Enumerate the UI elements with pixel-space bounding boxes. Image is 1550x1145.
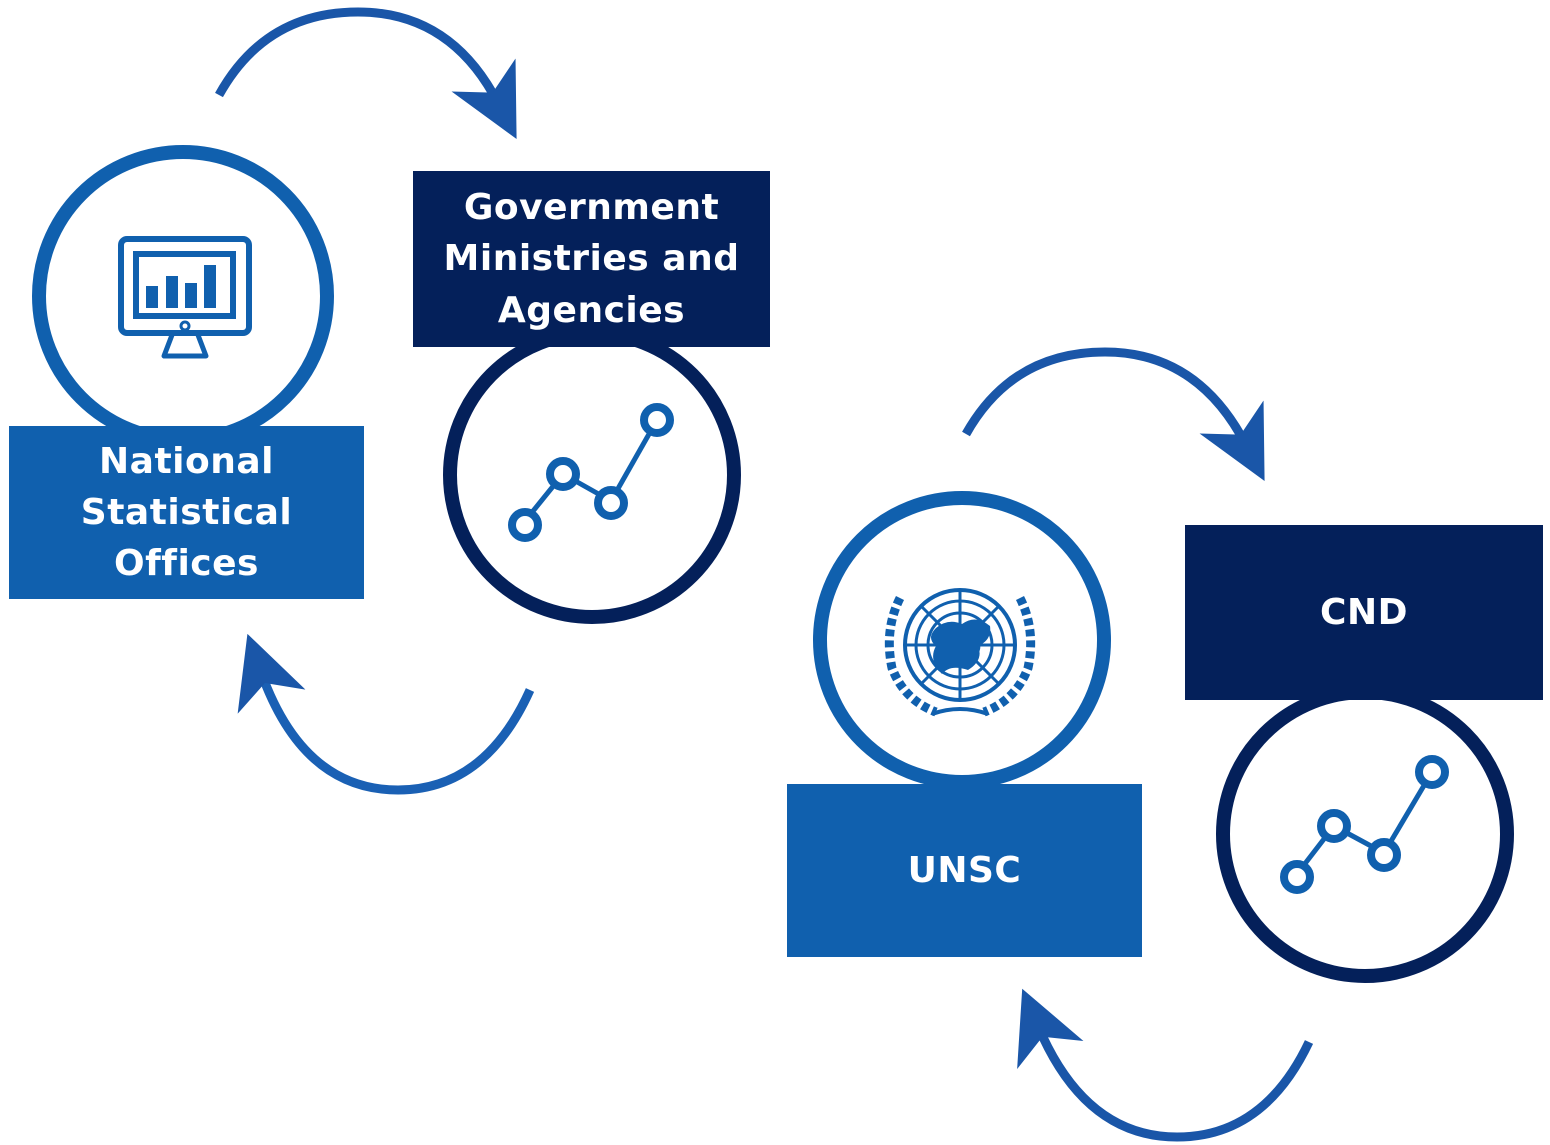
line-graph-icon [508, 403, 674, 542]
nso-label-box: National Statistical Offices [9, 426, 364, 599]
un-emblem-icon [884, 588, 1036, 717]
nso-circle [32, 145, 334, 447]
cnd-label: CND [1320, 591, 1408, 633]
cycle-arrow-bottom-left [237, 633, 535, 795]
unsc-label: UNSC [907, 849, 1022, 891]
cnd-label-box: CND [1185, 525, 1543, 700]
line-graph-icon [1280, 755, 1449, 894]
gov-label-box: Government Ministries and Agencies [413, 171, 770, 347]
unsc-label-box: UNSC [787, 784, 1142, 957]
nso-label: National Statistical Offices [80, 440, 293, 585]
cycle-arrow-top-right [962, 347, 1265, 481]
cycle-arrow-bottom-right [1017, 988, 1314, 1142]
monitor-bar-chart-icon [118, 236, 252, 359]
cycle-arrow-top-left [215, 7, 517, 139]
gov-circle [443, 326, 741, 624]
cnd-circle [1216, 685, 1514, 983]
gov-label: Government Ministries and Agencies [443, 187, 740, 331]
